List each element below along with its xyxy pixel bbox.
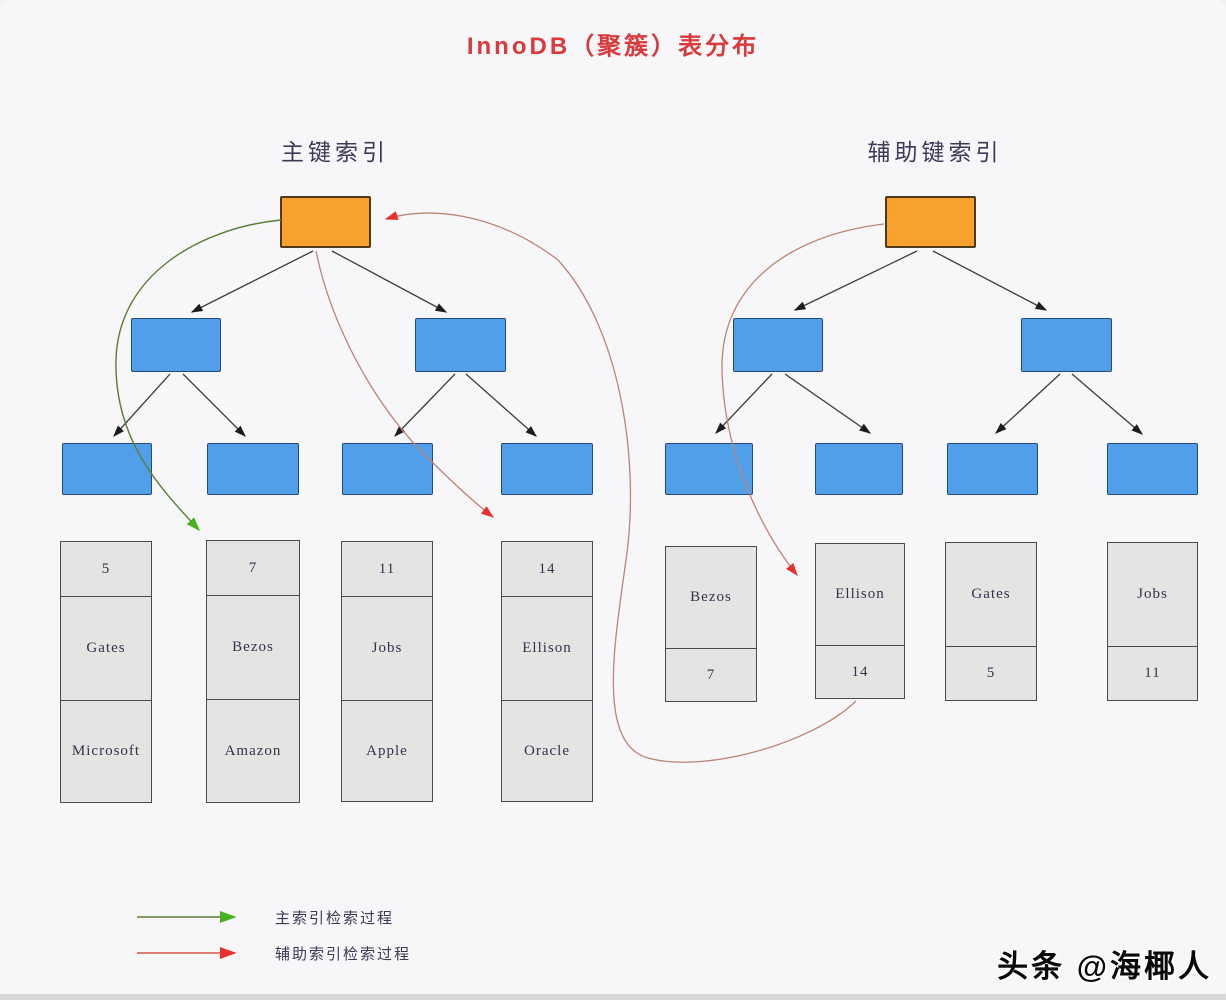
primary-leaf-node-4 bbox=[501, 443, 593, 495]
secondary-leaf-node-4 bbox=[1107, 443, 1198, 495]
table-cell: 7 bbox=[248, 559, 258, 576]
table-cell: Ellison bbox=[835, 586, 885, 602]
primary-index-heading: 主键索引 bbox=[281, 139, 389, 165]
bottom-strip bbox=[0, 994, 1226, 1000]
table-cell: Bezos bbox=[207, 595, 299, 699]
legend-label-primary: 主索引检索过程 bbox=[275, 909, 395, 927]
watermark: 头条 @海椰人 bbox=[997, 949, 1212, 984]
legend-item-secondary: 辅助索引检索过程 bbox=[135, 939, 455, 967]
leaf-table-primary-1: 5 Gates Microsoft bbox=[60, 541, 152, 803]
secondary-internal-node-right bbox=[1021, 318, 1112, 372]
table-cell: Amazon bbox=[207, 699, 299, 802]
table-cell: 14 bbox=[816, 645, 904, 698]
leaf-table-secondary-1: Bezos 7 bbox=[665, 546, 757, 702]
table-cell: Bezos bbox=[690, 589, 732, 605]
table-cell: Oracle bbox=[502, 700, 592, 801]
diagram-title: InnoDB（聚簇）表分布 bbox=[466, 33, 760, 60]
legend: 主索引检索过程 辅助索引检索过程 bbox=[135, 903, 455, 975]
leaf-table-primary-4: 14 Ellison Oracle bbox=[501, 541, 593, 802]
secondary-lookup-path-1 bbox=[721, 223, 885, 577]
secondary-index-heading: 辅助键索引 bbox=[867, 139, 1003, 165]
primary-leaf-node-1 bbox=[62, 443, 152, 495]
leaf-table-secondary-4: Jobs 11 bbox=[1107, 542, 1198, 701]
table-cell: Apple bbox=[342, 700, 432, 801]
legend-item-primary: 主索引检索过程 bbox=[135, 903, 455, 931]
table-cell: 7 bbox=[666, 648, 756, 701]
leaf-table-secondary-2: Ellison 14 bbox=[815, 543, 905, 699]
primary-root-node bbox=[280, 196, 371, 248]
leaf-table-secondary-3: Gates 5 bbox=[945, 542, 1037, 701]
secondary-leaf-node-1 bbox=[665, 443, 753, 495]
primary-leaf-node-2 bbox=[207, 443, 299, 495]
table-cell: Ellison bbox=[502, 596, 592, 700]
secondary-lookup-path-2 bbox=[384, 211, 857, 763]
table-cell: 5 bbox=[946, 646, 1036, 700]
primary-leaf-node-3 bbox=[342, 443, 433, 495]
secondary-leaf-node-3 bbox=[947, 443, 1038, 495]
table-cell: 5 bbox=[101, 560, 111, 577]
secondary-root-node bbox=[885, 196, 976, 248]
table-cell: Gates bbox=[971, 586, 1011, 602]
table-cell: Microsoft bbox=[61, 700, 151, 802]
secondary-leaf-node-2 bbox=[815, 443, 903, 495]
table-cell: 14 bbox=[538, 560, 556, 577]
green-arrow-icon bbox=[137, 911, 237, 923]
table-cell: 11 bbox=[378, 560, 396, 577]
leaf-table-primary-2: 7 Bezos Amazon bbox=[206, 540, 300, 803]
table-cell: Gates bbox=[61, 596, 151, 700]
legend-label-secondary: 辅助索引检索过程 bbox=[275, 945, 412, 963]
red-arrow-icon bbox=[137, 947, 237, 959]
primary-internal-node-right bbox=[415, 318, 506, 372]
table-cell: 11 bbox=[1108, 646, 1197, 700]
table-cell: Jobs bbox=[342, 596, 432, 700]
table-cell: Jobs bbox=[1137, 586, 1168, 602]
primary-internal-node-left bbox=[131, 318, 221, 372]
secondary-internal-node-left bbox=[733, 318, 823, 372]
leaf-table-primary-3: 11 Jobs Apple bbox=[341, 541, 433, 802]
